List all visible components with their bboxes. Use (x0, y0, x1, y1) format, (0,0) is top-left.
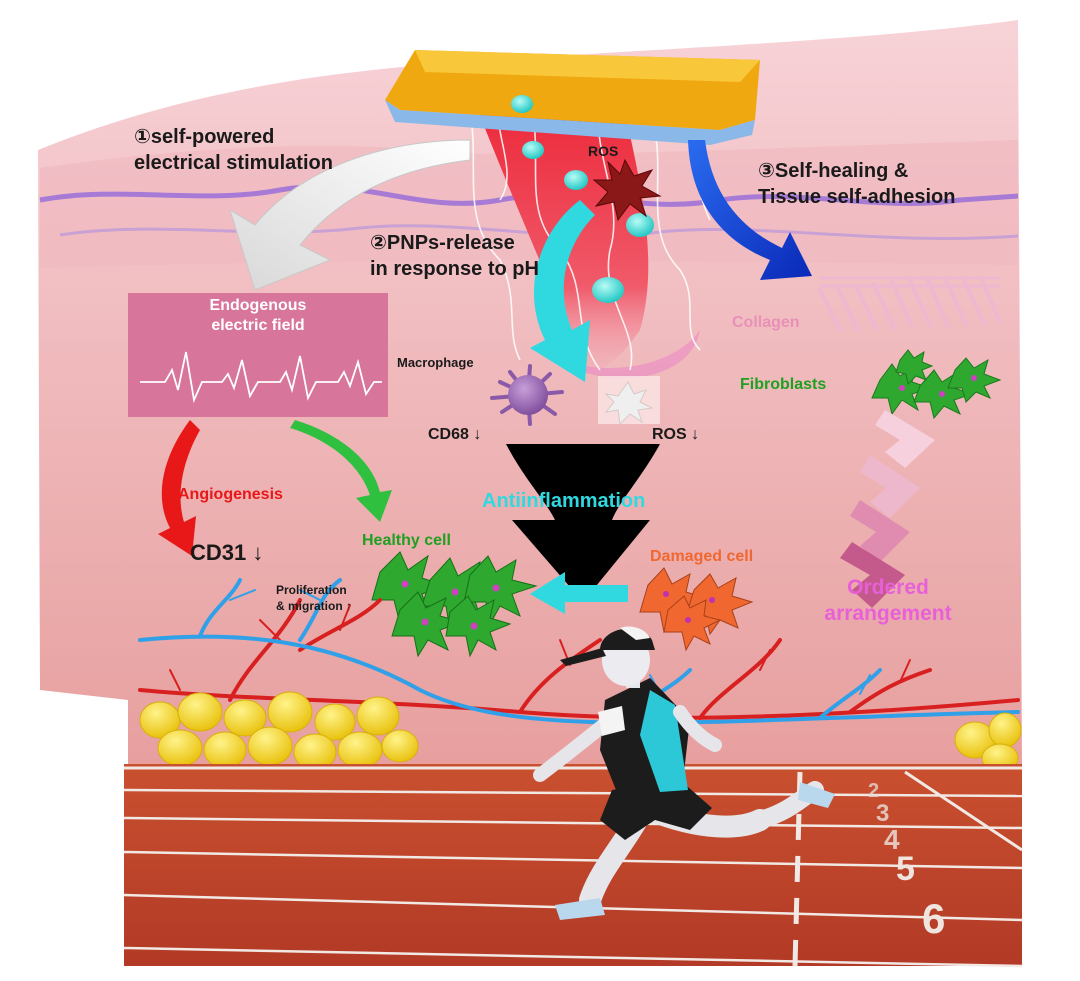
ros-neutralized-icon (598, 376, 660, 426)
ordered-label-line2: arrangement (824, 602, 952, 625)
healthy-cell-label: Healthy cell (362, 532, 451, 549)
efield-box (128, 293, 388, 417)
step3-label-line2: Tissue self-adhesion (758, 186, 956, 208)
collagen-fibers (818, 276, 1002, 332)
track-number-4: 4 (884, 824, 900, 855)
track-number-3: 3 (876, 800, 890, 827)
fat-layer (139, 691, 1022, 773)
collagen-label: Collagen (732, 314, 800, 331)
track-lines (123, 766, 1023, 968)
ros-down-label: ROS ↓ (652, 426, 700, 443)
proliferation-label-line2: & migration ↑ (276, 599, 353, 613)
proliferation-label-line1: Proliferation (276, 583, 347, 597)
ordered-label-line1: Ordered (847, 576, 929, 599)
white-arrow (229, 139, 471, 291)
step3-label-line1: ③Self-healing & (758, 160, 909, 182)
ecg-waveform (140, 351, 382, 404)
damaged-cells-cluster (639, 567, 754, 652)
track-number-5: 5 (896, 850, 915, 888)
track-number-6: 6 (922, 895, 946, 942)
blue-arrow (688, 140, 812, 280)
step2-label-line2: in response to pH (370, 258, 539, 280)
cyan-arrow (530, 200, 595, 382)
macrophage-label: Macrophage (397, 355, 474, 370)
ros-top-label: ROS (588, 143, 619, 159)
runner-figure-icon (533, 626, 835, 920)
macrophage-icon (490, 364, 564, 426)
track-number-2: 2 (868, 780, 880, 802)
antiinflammation-label: Antiinflammation (482, 490, 646, 512)
step1-label-line2: electrical stimulation (134, 152, 333, 174)
fibroblasts-cluster (871, 349, 1002, 420)
efield-title: Endogenous electric field (128, 296, 388, 336)
ordered-chevrons (840, 410, 935, 608)
efield-title-line2: electric field (211, 317, 305, 334)
step2-label-line1: ②PNPs-release (370, 232, 515, 254)
angiogenesis-label: Angiogenesis (178, 486, 283, 503)
funnel-arrow (506, 444, 660, 602)
healthy-cells-cluster (371, 551, 538, 658)
fibroblasts-label: Fibroblasts (740, 376, 827, 393)
ros-star-icon (592, 158, 662, 222)
green-arrow (290, 420, 392, 522)
damaged-cell-label: Damaged cell (650, 548, 754, 565)
nanoparticles (511, 95, 654, 303)
step1-label-line1: ①self-powered (134, 126, 275, 148)
blood-vessels (138, 578, 1020, 730)
red-arrow (158, 420, 200, 556)
wound-patch-icon (385, 50, 760, 145)
cd31-label: CD31 ↓ (190, 540, 264, 565)
efield-title-line1: Endogenous (209, 297, 307, 314)
cd68-label: CD68 ↓ (428, 426, 482, 443)
cyan-left-arrow (530, 572, 628, 614)
